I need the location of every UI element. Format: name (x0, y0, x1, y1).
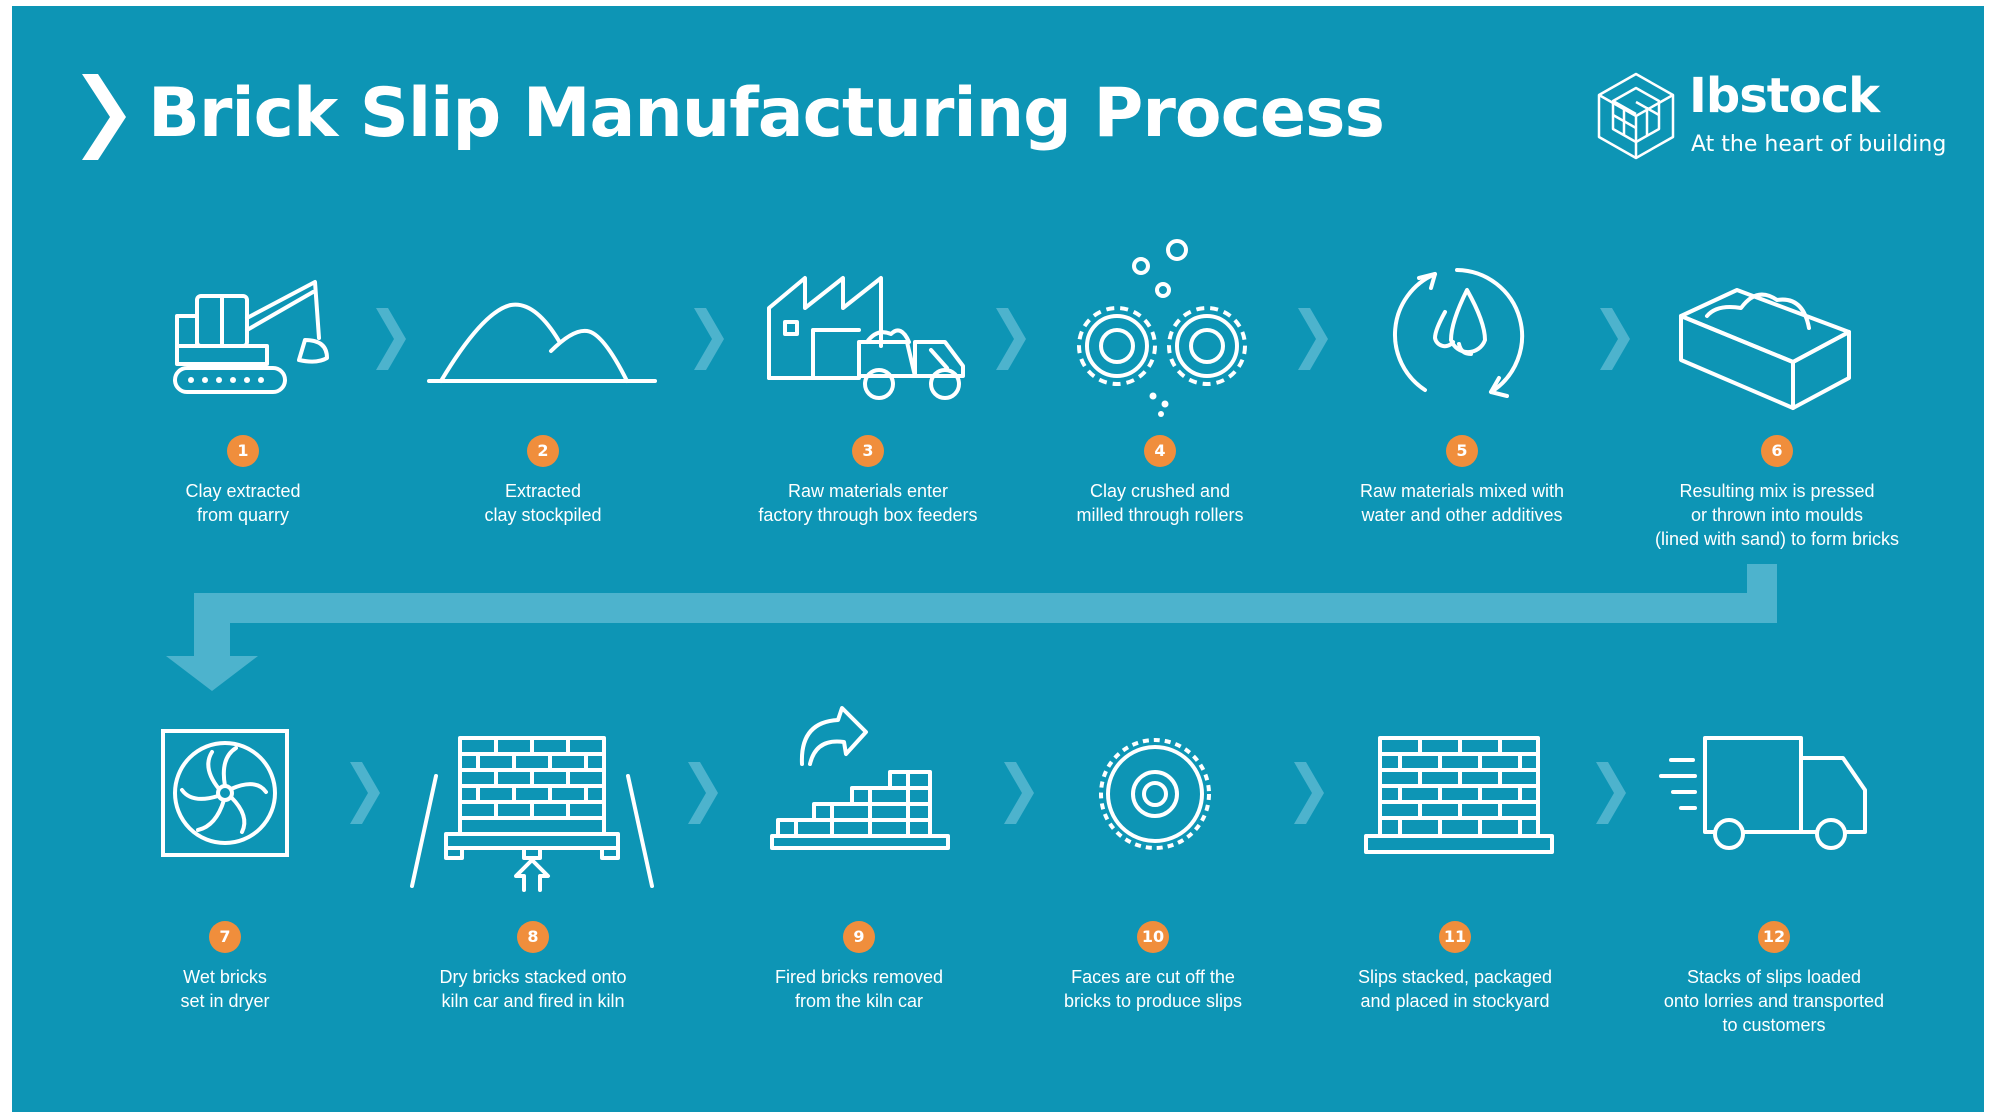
step-9: 9 Fired bricks removed from the kiln car (719, 921, 999, 1013)
step-number-badge: 6 (1761, 435, 1793, 467)
water-mix-icon (1392, 268, 1525, 398)
saw-blade-icon (1099, 738, 1211, 850)
step-1: 1 Clay extracted from quarry (103, 435, 383, 527)
step-7: 7 Wet bricks set in dryer (85, 921, 365, 1013)
step-label: Raw materials enter factory through box … (758, 481, 978, 525)
step-number-badge: 4 (1144, 435, 1176, 467)
kiln-car-icon (410, 736, 654, 892)
logo-name: Ibstock (1689, 68, 1880, 124)
step-12: 12 Stacks of slips loaded onto lorries a… (1624, 921, 1924, 1037)
step-number-badge: 8 (517, 921, 549, 953)
mould-icon (1679, 288, 1851, 410)
step-8: 8 Dry bricks stacked onto kiln car and f… (393, 921, 673, 1013)
step-label: Slips stacked, packaged and placed in st… (1357, 967, 1553, 1011)
chevron-right-icon (376, 308, 406, 370)
page-title: Brick Slip Manufacturing Process (148, 74, 1385, 153)
step-number-badge: 5 (1446, 435, 1478, 467)
pallet-stack-icon (1364, 736, 1554, 854)
step-number-badge: 7 (209, 921, 241, 953)
bricks-removed-icon (770, 706, 950, 850)
step-3: 3 Raw materials enter factory through bo… (728, 435, 1008, 527)
chevron-right-icon (1294, 762, 1324, 824)
step-number-badge: 11 (1439, 921, 1471, 953)
dryer-fan-icon (161, 729, 289, 857)
infographic-panel: Brick Slip Manufacturing Process Ibstock… (12, 6, 1984, 1112)
step-label: Stacks of slips loaded onto lorries and … (1663, 967, 1885, 1035)
step-label: Dry bricks stacked onto kiln car and fir… (439, 967, 627, 1011)
chevron-right-icon (350, 762, 380, 824)
step-label: Wet bricks set in dryer (180, 967, 270, 1011)
step-number-badge: 1 (227, 435, 259, 467)
step-label: Clay extracted from quarry (185, 481, 301, 525)
step-2: 2 Extracted clay stockpiled (403, 435, 683, 527)
excavator-icon (173, 280, 329, 394)
step-number-badge: 9 (843, 921, 875, 953)
step-5: 5 Raw materials mixed with water and oth… (1322, 435, 1602, 527)
clay-pile-icon (427, 302, 657, 383)
delivery-truck-icon (1659, 736, 1867, 850)
factory-truck-icon (767, 276, 965, 400)
chevron-right-icon (1600, 308, 1630, 370)
title-chevron-icon (82, 74, 126, 160)
step-10: 10 Faces are cut off the bricks to produ… (1013, 921, 1293, 1013)
step-label: Raw materials mixed with water and other… (1359, 481, 1565, 525)
flow-connector-arrow (166, 564, 1777, 691)
logo-tagline: At the heart of building (1691, 132, 1947, 157)
chevron-right-icon (1596, 762, 1626, 824)
step-label: Fired bricks removed from the kiln car (774, 967, 944, 1011)
step-label: Faces are cut off the bricks to produce … (1063, 967, 1243, 1011)
step-6: 6 Resulting mix is pressed or thrown int… (1622, 435, 1932, 551)
chevron-right-icon (688, 762, 718, 824)
step-number-badge: 2 (527, 435, 559, 467)
step-4: 4 Clay crushed and milled through roller… (1020, 435, 1300, 527)
step-11: 11 Slips stacked, packaged and placed in… (1315, 921, 1595, 1013)
logo-mark-icon (1597, 72, 1675, 160)
step-number-badge: 3 (852, 435, 884, 467)
ibstock-logo: Ibstock At the heart of building (1597, 68, 1946, 168)
chevron-right-icon (694, 308, 724, 370)
step-number-badge: 10 (1137, 921, 1169, 953)
chevron-right-icon (1004, 762, 1034, 824)
step-label: Resulting mix is pressed or thrown into … (1654, 481, 1900, 549)
chevron-right-icon (996, 308, 1026, 370)
step-label: Extracted clay stockpiled (484, 481, 602, 525)
gears-icon (1077, 239, 1247, 417)
chevron-right-icon (1298, 308, 1328, 370)
step-number-badge: 12 (1758, 921, 1790, 953)
step-label: Clay crushed and milled through rollers (1076, 481, 1244, 525)
